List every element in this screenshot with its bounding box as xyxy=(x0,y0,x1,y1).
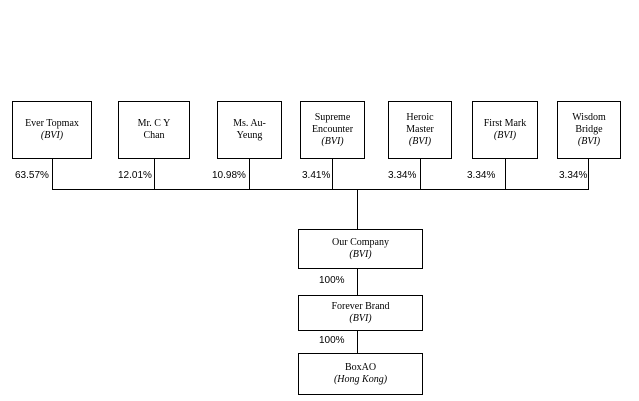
shareholder-name-line-1: Wisdom xyxy=(572,112,606,123)
ownership-percent-mr-cy-chan: 12.01% xyxy=(118,170,152,181)
ownership-percent-first-mark: 3.34% xyxy=(467,170,496,181)
shareholder-name-line-1: Mr. C Y xyxy=(137,118,171,129)
company-boxao: BoxAO (Hong Kong) xyxy=(298,353,423,395)
ownership-percent-wisdom-bridge: 3.34% xyxy=(559,170,588,181)
shareholder-name-line-2: Chan xyxy=(143,130,165,141)
shareholder-supreme-encounter: Supreme Encounter (BVI) xyxy=(300,101,365,159)
company-jurisdiction: (BVI) xyxy=(349,249,372,260)
company-name: Our Company xyxy=(332,237,389,248)
shareholder-jurisdiction: (BVI) xyxy=(321,136,344,147)
shareholder-name-line-1: Ms. Au- xyxy=(233,118,266,129)
ownership-percent-heroic-master: 3.34% xyxy=(388,170,417,181)
shareholder-name-line-2: Master xyxy=(406,124,434,135)
shareholder-first-mark: First Mark (BVI) xyxy=(472,101,538,159)
shareholder-name-line-2: Bridge xyxy=(575,124,603,135)
company-name: Forever Brand xyxy=(331,301,390,312)
shareholder-name-line-2: Encounter xyxy=(311,124,354,135)
ownership-percent-boxao: 100% xyxy=(319,335,345,346)
company-jurisdiction: (BVI) xyxy=(349,313,372,324)
shareholder-name-line-1: Heroic xyxy=(406,112,434,123)
shareholder-name-line-2: Yeung xyxy=(236,130,263,141)
ownership-percent-supreme-encounter: 3.41% xyxy=(302,170,331,181)
company-jurisdiction: (Hong Kong) xyxy=(333,374,388,385)
shareholder-jurisdiction: (BVI) xyxy=(493,130,517,141)
shareholder-mr-cy-chan: Mr. C Y Chan xyxy=(118,101,190,159)
shareholder-ms-au-yeung: Ms. Au- Yeung xyxy=(217,101,282,159)
shareholder-wisdom-bridge: Wisdom Bridge (BVI) xyxy=(557,101,621,159)
shareholder-jurisdiction: (BVI) xyxy=(577,136,601,147)
shareholder-name: First Mark xyxy=(483,118,527,129)
shareholder-jurisdiction: (BVI) xyxy=(408,136,432,147)
company-forever-brand: Forever Brand (BVI) xyxy=(298,295,423,331)
ownership-percent-ms-au-yeung: 10.98% xyxy=(212,170,246,181)
company-our-company: Our Company (BVI) xyxy=(298,229,423,269)
ownership-percent-forever-brand: 100% xyxy=(319,275,345,286)
company-name: BoxAO xyxy=(344,362,377,373)
shareholder-heroic-master: Heroic Master (BVI) xyxy=(388,101,452,159)
shareholder-jurisdiction: (BVI) xyxy=(40,130,64,141)
shareholder-name-line-1: Supreme xyxy=(314,112,351,123)
ownership-percent-ever-topmax: 63.57% xyxy=(15,170,49,181)
shareholder-ever-topmax: Ever Topmax (BVI) xyxy=(12,101,92,159)
shareholder-name: Ever Topmax xyxy=(25,118,79,129)
